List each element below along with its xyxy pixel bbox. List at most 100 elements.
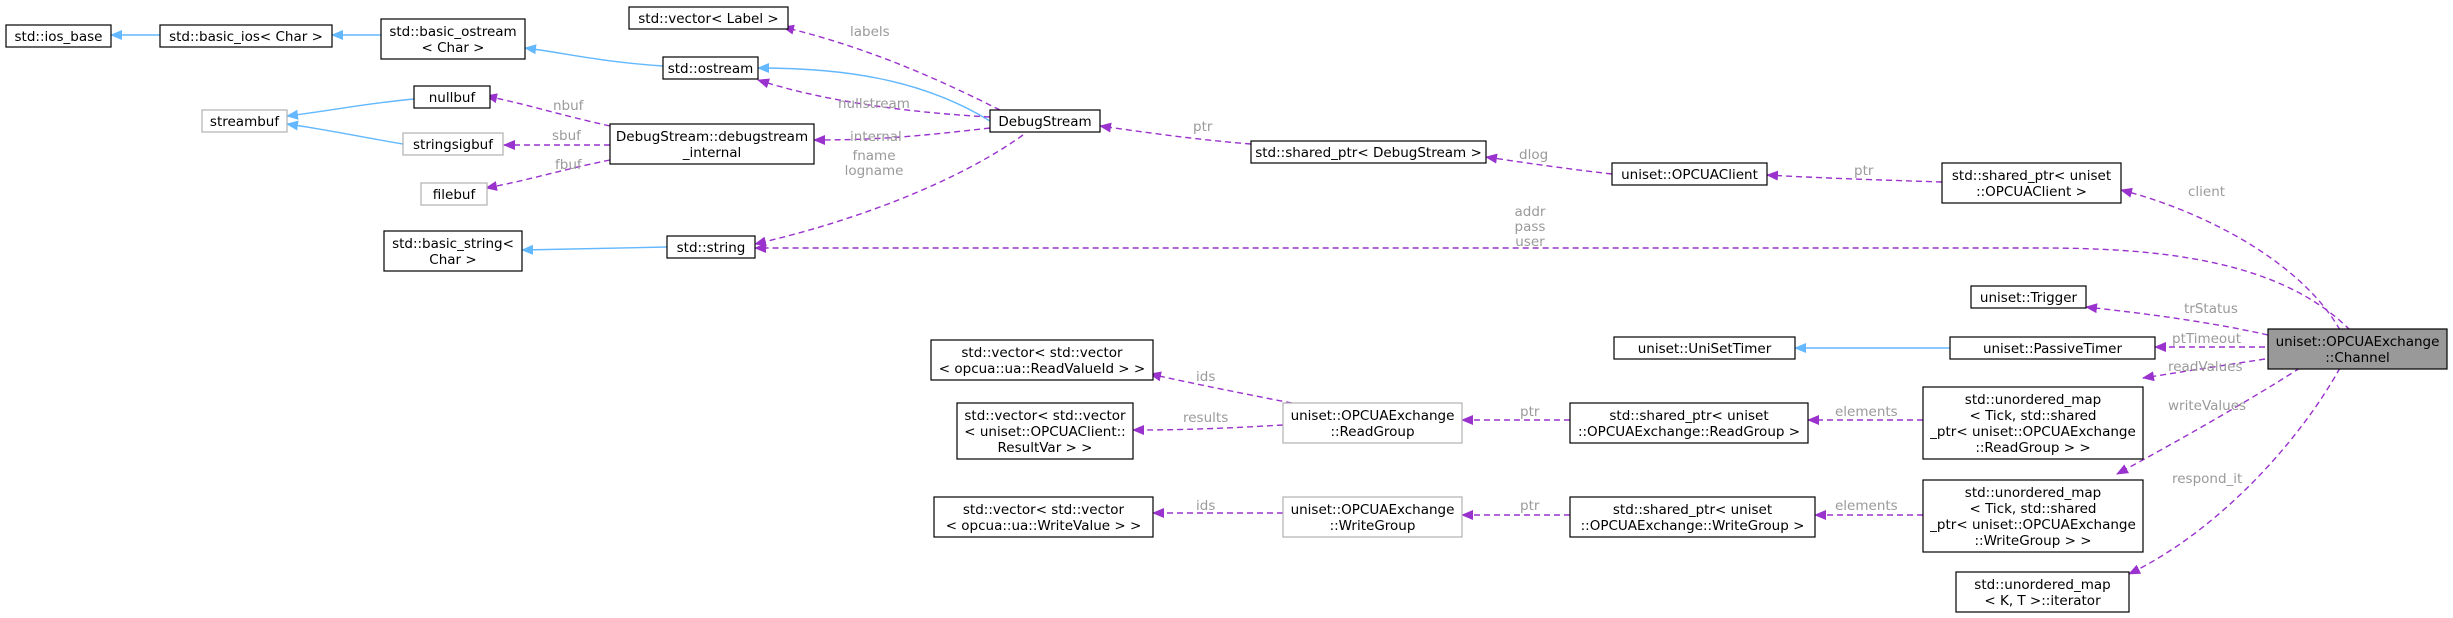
- node-label: < Char >: [421, 40, 484, 56]
- node-label: < uniset::OPCUAClient::: [964, 424, 1125, 440]
- node-label: ResultVar > >: [998, 440, 1093, 456]
- node-label: ::WriteGroup: [1330, 518, 1416, 534]
- edge-label-line: ptr: [1193, 119, 1213, 135]
- node-label: ::ReadGroup > >: [1975, 440, 2090, 456]
- node-label: < opcua::ua::ReadValueId > >: [939, 361, 1145, 377]
- edge-label-line: ptr: [1520, 498, 1540, 514]
- edge-label: internal: [850, 129, 902, 145]
- node-box: [1282, 402, 1463, 444]
- node-uniset-opcuaexchange-channel[interactable]: uniset::OPCUAExchange::Channel: [2267, 328, 2448, 370]
- edge-label: ptr: [1520, 498, 1540, 514]
- edge-readgroup-ids: [1149, 371, 1303, 406]
- node-label: std::basic_ios< Char >: [169, 29, 323, 45]
- node-label: uniset::OPCUAClient: [1621, 167, 1758, 183]
- node-label: ::WriteGroup > >: [1974, 533, 2091, 549]
- node-label: uniset::OPCUAExchange: [2276, 334, 2440, 350]
- node-unordered-map-writegroup[interactable]: std::unordered_map< Tick, std::shared_pt…: [1922, 479, 2144, 553]
- edge-label-line: internal: [850, 129, 902, 145]
- node-uniset-opcuaexchange-readgroup[interactable]: uniset::OPCUAExchange::ReadGroup: [1282, 402, 1463, 444]
- edge-channel-readvalues: [2142, 358, 2266, 382]
- node-std-basic-ios[interactable]: std::basic_ios< Char >: [159, 24, 333, 48]
- node-shared-ptr-opcuaclient[interactable]: std::shared_ptr< uniset::OPCUAClient >: [1941, 162, 2122, 204]
- node-std-vector-readvalueid[interactable]: std::vector< std::vector< opcua::ua::Rea…: [930, 339, 1154, 381]
- node-label: std::unordered_map: [1965, 392, 2101, 408]
- node-std-vector-label[interactable]: std::vector< Label >: [628, 6, 789, 30]
- nodes-layer: std::ios_base std::basic_ios< Char > std…: [5, 6, 2448, 613]
- node-label: std::vector< std::vector: [963, 502, 1125, 518]
- node-shared-ptr-writegroup[interactable]: std::shared_ptr< uniset::OPCUAExchange::…: [1569, 496, 1816, 538]
- edge-label: nbuf: [553, 98, 585, 114]
- node-unordered-map-readgroup[interactable]: std::unordered_map< Tick, std::shared_pt…: [1922, 386, 2144, 460]
- node-std-string[interactable]: std::string: [666, 235, 756, 259]
- node-streambuf[interactable]: streambuf: [201, 109, 288, 133]
- node-box: [413, 85, 491, 109]
- node-uniset-opcuaclient[interactable]: uniset::OPCUAClient: [1611, 162, 1768, 186]
- node-std-ios-base[interactable]: std::ios_base: [5, 24, 112, 48]
- edge-label-line: addr: [1515, 204, 1546, 220]
- node-debugstream[interactable]: DebugStream: [989, 109, 1101, 133]
- node-uniset-opcuaexchange-writegroup[interactable]: uniset::OPCUAExchange::WriteGroup: [1282, 496, 1463, 538]
- node-label: std::shared_ptr< uniset: [1952, 168, 2111, 184]
- node-box: [1569, 402, 1809, 444]
- node-uniset-trigger[interactable]: uniset::Trigger: [1970, 285, 2087, 309]
- node-box: [380, 18, 526, 60]
- node-box: [402, 132, 504, 156]
- edge-label-line: logname: [845, 163, 904, 179]
- node-box: [930, 339, 1154, 381]
- edge-debugstream-internal-nbuf: [485, 93, 611, 127]
- edge-stringsigbuf-to-streambuf: [286, 120, 404, 145]
- edge-label: ptr: [1854, 163, 1874, 179]
- node-label: uniset::UniSetTimer: [1638, 341, 1772, 357]
- node-unordered-map-iterator[interactable]: std::unordered_map< K, T >::iterator: [1955, 571, 2130, 613]
- node-box: [1970, 285, 2087, 309]
- node-label: std::vector< std::vector: [964, 408, 1126, 424]
- node-std-vector-resultvar[interactable]: std::vector< std::vector< uniset::OPCUAC…: [956, 402, 1134, 460]
- edge-label: results: [1183, 410, 1228, 426]
- node-box: [1611, 162, 1768, 186]
- edge-label-line: elements: [1835, 404, 1898, 420]
- node-filebuf[interactable]: filebuf: [420, 182, 488, 206]
- node-label: uniset::OPCUAExchange: [1291, 408, 1455, 424]
- edge-label-line: nullstream: [838, 96, 910, 112]
- edge-label-line: user: [1515, 234, 1545, 250]
- edge-label-line: ptr: [1520, 404, 1540, 420]
- edge-label-line: respond_it: [2172, 471, 2242, 487]
- node-label: std::string: [677, 240, 746, 256]
- node-std-vector-writevalue[interactable]: std::vector< std::vector< opcua::ua::Wri…: [933, 496, 1154, 538]
- node-box: [1282, 496, 1463, 538]
- node-debugstream-internal[interactable]: DebugStream::debugstream_internal: [609, 123, 815, 165]
- node-std-basic-ostream[interactable]: std::basic_ostream< Char >: [380, 18, 526, 60]
- edge-label: trStatus: [2184, 301, 2238, 317]
- node-shared-ptr-readgroup[interactable]: std::shared_ptr< uniset::OPCUAExchange::…: [1569, 402, 1809, 444]
- node-label: std::unordered_map: [1965, 485, 2101, 501]
- node-label: ::OPCUAClient >: [1976, 184, 2087, 200]
- node-shared-ptr-debugstream[interactable]: std::shared_ptr< DebugStream >: [1250, 140, 1487, 164]
- edge-debugstream-internal-fbuf: [485, 159, 611, 191]
- edge-label-line: elements: [1835, 498, 1898, 514]
- node-box: [1922, 386, 2144, 460]
- edge-readgroup-results: [1132, 424, 1284, 435]
- node-label: ::OPCUAExchange::ReadGroup >: [1578, 424, 1800, 440]
- node-uniset-passivetimer[interactable]: uniset::PassiveTimer: [1949, 336, 2156, 360]
- node-nullbuf[interactable]: nullbuf: [413, 85, 491, 109]
- node-label: _ptr< uniset::OPCUAExchange: [1929, 424, 2136, 440]
- node-label: stringsigbuf: [413, 137, 494, 153]
- node-label: DebugStream::debugstream: [616, 129, 808, 145]
- node-box: [662, 56, 759, 80]
- node-label: < Tick, std::shared: [1970, 501, 2097, 517]
- node-label: std::shared_ptr< DebugStream >: [1255, 145, 1482, 161]
- node-std-ostream[interactable]: std::ostream: [662, 56, 759, 80]
- node-label: std::basic_string<: [392, 236, 514, 252]
- edge-label-line: fbuf: [555, 157, 583, 173]
- edge-debugstream-nullstream: [757, 78, 991, 118]
- node-label: ::ReadGroup: [1330, 424, 1414, 440]
- node-label: < Tick, std::shared: [1970, 408, 2097, 424]
- edge-label: sbuf: [552, 128, 582, 144]
- node-label: < K, T >::iterator: [1984, 593, 2101, 609]
- node-uniset-unisettimer[interactable]: uniset::UniSetTimer: [1613, 336, 1796, 360]
- node-label: Char >: [429, 252, 476, 268]
- edge-label: client: [2188, 184, 2225, 200]
- edge-label-line: sbuf: [552, 128, 582, 144]
- node-stringsigbuf[interactable]: stringsigbuf: [402, 132, 504, 156]
- node-std-basic-string[interactable]: std::basic_string<Char >: [383, 230, 523, 272]
